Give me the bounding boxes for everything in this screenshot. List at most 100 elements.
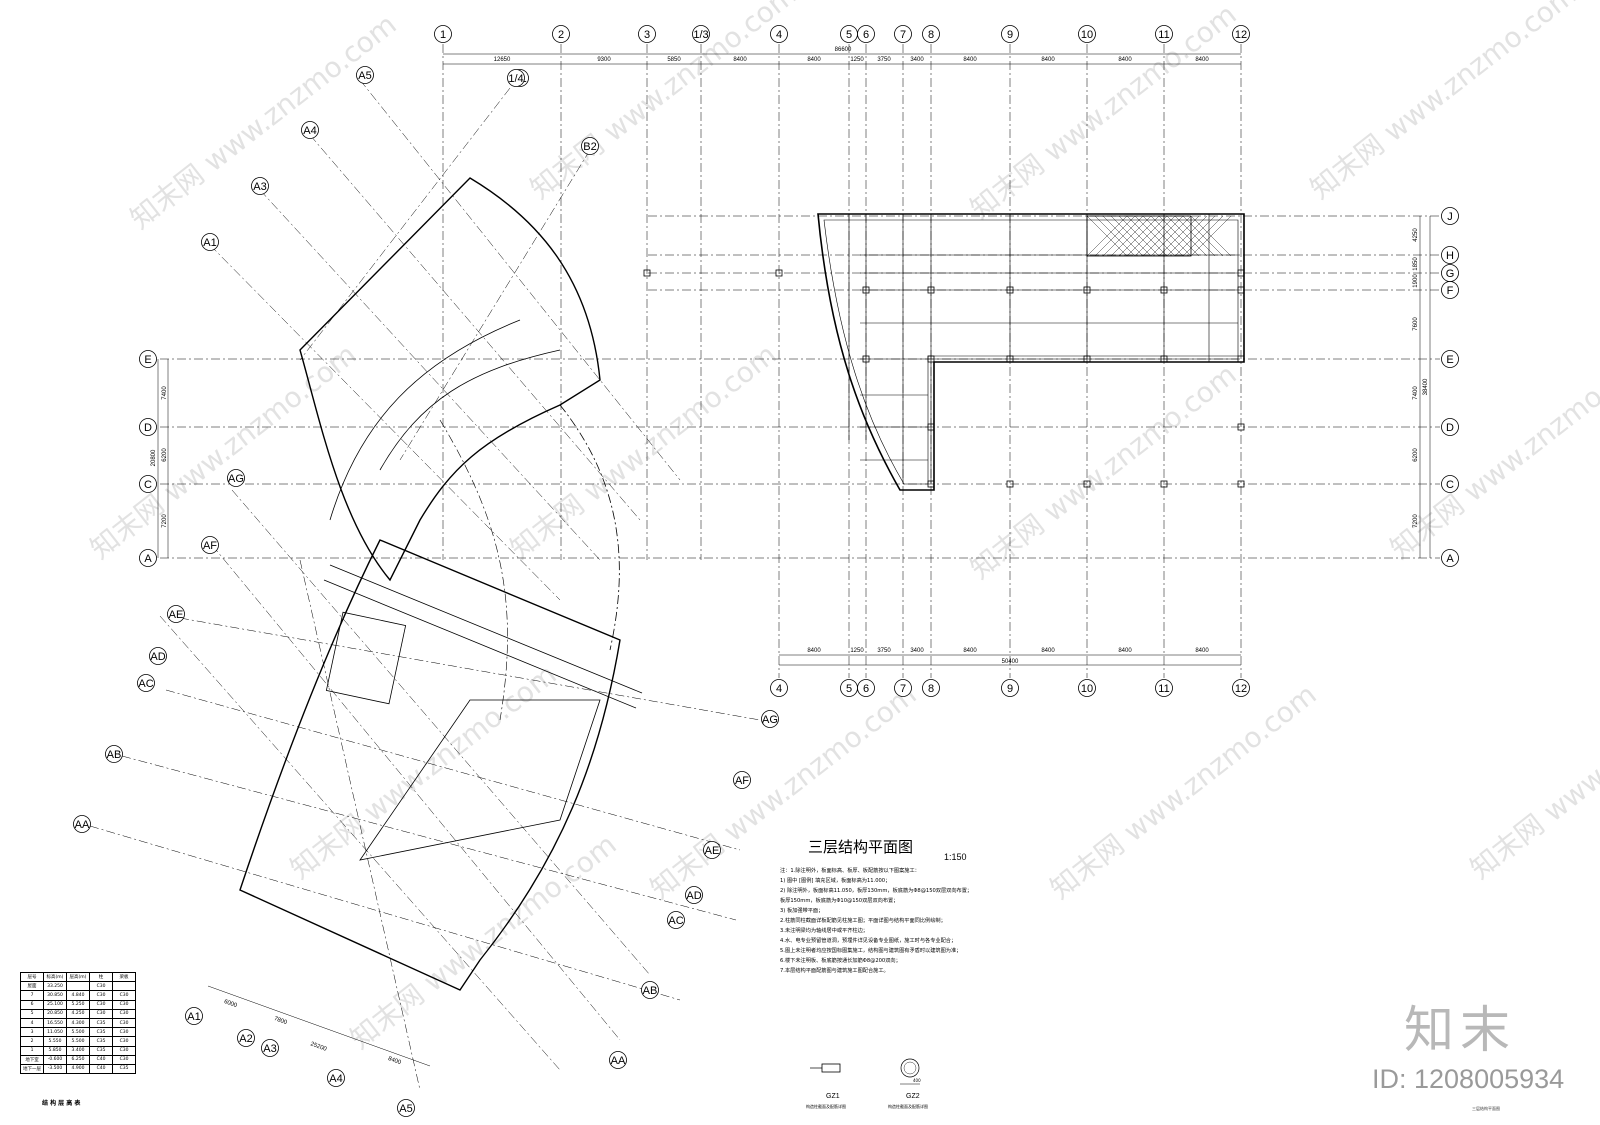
bottom-col-bubble-6-circle bbox=[1078, 679, 1096, 697]
detail-gz2-note: 构造柱截面及配筋详图 bbox=[888, 1104, 928, 1109]
hatch-b-2 bbox=[1102, 215, 1144, 257]
top-col-bubble-10: 10 bbox=[1078, 25, 1096, 43]
column-details bbox=[810, 1058, 920, 1085]
east-column-10 bbox=[1160, 355, 1168, 363]
top-col-bubble-4-label: 4 bbox=[776, 29, 782, 41]
watermark-text-8: 知末网 www.znzmo.com bbox=[284, 658, 563, 886]
west-lower-grid-2 bbox=[121, 755, 737, 921]
floor-table-cell bbox=[112, 981, 136, 992]
wing-bottom-dim-span-1: 7800 bbox=[273, 1016, 288, 1026]
wing-lower-right-bubble-4: AC bbox=[667, 911, 685, 929]
wing-upper-bubble-1: A4 bbox=[301, 121, 319, 139]
top-col-bubble-3: 1/3 bbox=[692, 25, 710, 43]
right-row-bubble-5-circle bbox=[1441, 418, 1459, 436]
west-wing-curve-inner bbox=[329, 319, 521, 521]
floor-table-cell: 4.300 bbox=[66, 1017, 90, 1029]
floor-table-cell: C30 bbox=[112, 1045, 136, 1056]
bottom-col-bubble-0-circle bbox=[770, 679, 788, 697]
east-column-6 bbox=[862, 355, 870, 363]
right-row-bubble-5: D bbox=[1441, 418, 1459, 436]
bottom-col-bubble-6-label: 10 bbox=[1081, 683, 1093, 695]
bottom-col-bubble-7-label: 11 bbox=[1158, 683, 1169, 695]
misc-bubble-1-4-label: 1/4 bbox=[508, 73, 523, 85]
right-row-bubble-7-label: A bbox=[1446, 553, 1454, 565]
floor-table-cell: -0.600 bbox=[43, 1054, 67, 1065]
bottom-wing-bubble-1-label: A2 bbox=[239, 1033, 252, 1045]
watermark-text-6: 知末网 www.znzmo.com bbox=[964, 358, 1243, 586]
left-row-bubble-2-label: C bbox=[144, 479, 152, 491]
bottom-wing-bubble-0-circle bbox=[185, 1007, 203, 1025]
wing-upper-bubble-3-label: A1 bbox=[203, 237, 216, 249]
wing-lower-left-bubble-4-circle bbox=[105, 745, 123, 763]
wing-upper-bubble-5: B2 bbox=[581, 137, 599, 155]
gz2-inner bbox=[903, 1061, 917, 1075]
top-col-bubble-12-label: 12 bbox=[1235, 29, 1247, 41]
east-hatch-area bbox=[1086, 215, 1232, 257]
bottom-col-bubble-2-label: 6 bbox=[863, 683, 869, 695]
wing-lower-right-bubble-5: AB bbox=[641, 981, 659, 999]
top-col-bubble-4: 4 bbox=[770, 25, 788, 43]
floor-table-cell: 4.900 bbox=[66, 1063, 90, 1075]
west-wing-curve-mid bbox=[379, 349, 561, 471]
top-dim-span-11: 8400 bbox=[1195, 57, 1209, 63]
floor-table-cell: 5 bbox=[20, 1008, 44, 1019]
bottom-dim-total: 50400 bbox=[1002, 659, 1019, 665]
wing-lower-left-bubble-3: AC bbox=[137, 674, 155, 692]
bottom-col-bubble-2-circle bbox=[857, 679, 875, 697]
right-row-bubble-0-label: J bbox=[1447, 211, 1453, 223]
gz2-section bbox=[900, 1058, 920, 1078]
left-row-bubble-3-label: A bbox=[144, 553, 152, 565]
note-line-10: 7.本层结构平面配筋图与建筑施工图配合施工。 bbox=[780, 968, 889, 974]
bottom-col-bubble-7-circle bbox=[1155, 679, 1173, 697]
floor-table-cell: C35 bbox=[89, 1027, 113, 1038]
watermark-text-10: 知末网 www.znzmo.com bbox=[1044, 678, 1323, 906]
top-col-bubble-4-circle bbox=[770, 25, 788, 43]
wing-lower-left-bubble-2: AD bbox=[149, 647, 167, 665]
top-col-bubble-7-label: 7 bbox=[900, 29, 906, 41]
bottom-wing-bubble-0: A1 bbox=[185, 1007, 203, 1025]
structure-outline bbox=[239, 177, 1245, 991]
hatch-b-11 bbox=[1174, 215, 1216, 257]
east-column-20 bbox=[775, 269, 783, 277]
note-line-2: 2) 除注明外，板面标高11.050，板厚130mm，板底筋为Φ8@150双层双… bbox=[780, 888, 973, 894]
right-row-bubble-6-circle bbox=[1441, 475, 1459, 493]
left-row-bubble-0: E bbox=[139, 350, 157, 368]
west-hatch-rect bbox=[325, 611, 407, 705]
note-line-0: 注：1.除注明外，板面标高、板厚、板配筋按以下图案施工： bbox=[780, 868, 920, 874]
floor-table-cell: C35 bbox=[89, 1045, 113, 1056]
top-dim-span-5: 1250 bbox=[850, 57, 864, 63]
floor-table-cell: C40 bbox=[89, 1054, 113, 1065]
wing-lower-right-bubble-4-label: AC bbox=[668, 915, 683, 927]
detail-gz1-label: GZ1 bbox=[826, 1093, 840, 1100]
bottom-wing-bubble-1-circle bbox=[237, 1029, 255, 1047]
corner-title: 三层结构平面图 bbox=[1472, 1106, 1500, 1111]
bottom-col-bubble-3-label: 7 bbox=[900, 683, 906, 695]
bottom-wing-bubble-4: A5 bbox=[397, 1099, 415, 1117]
floor-table-cell: 7 bbox=[20, 990, 44, 1001]
left-row-bubble-0-label: E bbox=[144, 354, 151, 366]
east-column-11 bbox=[1237, 355, 1245, 363]
floor-table-cell: 16.550 bbox=[43, 1017, 67, 1029]
floor-table-cell: 5.850 bbox=[43, 1045, 67, 1056]
right-dim-span-5: 6200 bbox=[1413, 448, 1419, 462]
east-column-13 bbox=[1237, 423, 1245, 431]
top-col-bubble-10-label: 10 bbox=[1081, 29, 1093, 41]
top-col-bubble-10-circle bbox=[1078, 25, 1096, 43]
wing-lower-left-bubble-0-circle bbox=[201, 536, 219, 554]
misc-bubble-ag: AG bbox=[227, 469, 245, 487]
bottom-col-bubble-1: 5 bbox=[840, 679, 858, 697]
bottom-col-bubble-5-circle bbox=[1001, 679, 1019, 697]
right-dim-span-0: 4250 bbox=[1413, 228, 1419, 242]
bottom-dim-span-5: 8400 bbox=[1041, 648, 1055, 654]
note-line-7: 4.水、电专业预留管道洞，预埋件详见设备专业图纸，施工时与各专业配合； bbox=[780, 938, 957, 944]
floor-table-header: 层号标高(m)层高(m)柱梁板 bbox=[20, 971, 136, 983]
floor-table-cell: 标高(m) bbox=[43, 971, 67, 983]
wing-lower-left-bubble-1: AE bbox=[167, 605, 185, 623]
note-line-4: 3) 板加强带平面； bbox=[780, 908, 824, 914]
right-row-bubble-7: A bbox=[1441, 549, 1459, 567]
